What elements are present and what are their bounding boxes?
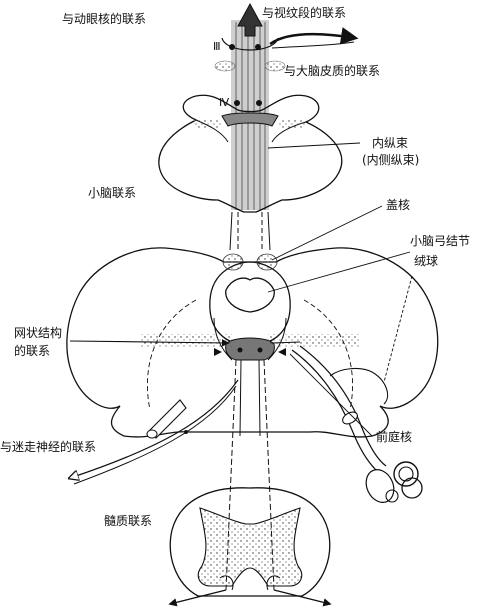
label-nucleus-IV: Ⅳ	[219, 96, 230, 109]
spinal-cord-section	[168, 487, 332, 607]
inner-ear-icon	[365, 461, 423, 503]
label-reticular-2: 的联系	[14, 344, 51, 358]
label-striatum-connection: 与视纹段的联系	[262, 6, 347, 20]
ascending-arrow	[237, 2, 263, 37]
label-mlf-alt: (内侧纵束)	[362, 153, 420, 167]
label-cortex-connection: 与大脑皮质的联系	[284, 64, 381, 78]
midbrain-outline	[158, 94, 343, 213]
midbrain-section	[158, 2, 361, 213]
label-vestibular-nucleus: 前庭核	[376, 430, 413, 444]
label-oculomotor-connection: 与动眼核的联系	[62, 12, 147, 26]
label-roof-nucleus: 盖核	[386, 198, 411, 212]
label-flocculus: 绒球	[414, 254, 439, 268]
label-uvula-nodulus: 小脑弓结节	[410, 234, 471, 248]
medulla-cerebellum-section	[66, 205, 439, 591]
label-cerebellar-connection: 小脑联系	[88, 186, 137, 200]
label-vagus-connection: 与迷走神经的联系	[0, 440, 97, 454]
label-mlf: 内纵束	[372, 136, 409, 150]
label-spinal-connection: 髓质联系	[104, 514, 153, 528]
label-reticular: 网状结构	[14, 326, 63, 340]
striatum-arrow	[269, 27, 359, 46]
label-nucleus-III: Ⅲ	[213, 40, 221, 53]
